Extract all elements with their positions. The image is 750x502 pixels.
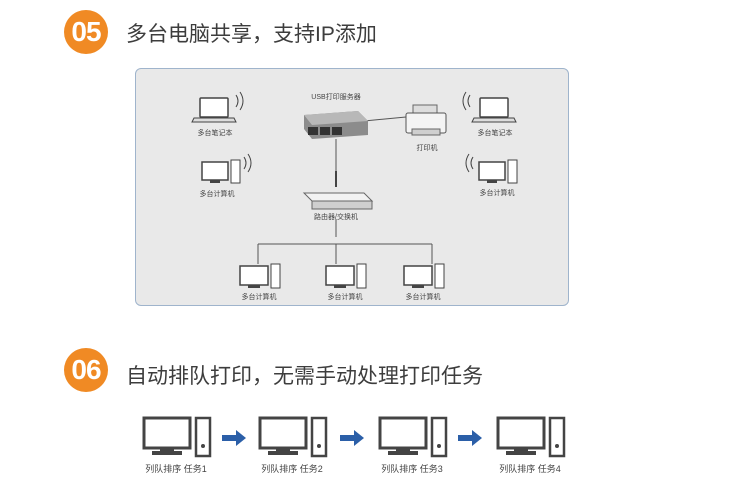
queue-computer-3-icon — [378, 416, 448, 458]
desktop-left-label: 多台计算机 — [199, 191, 235, 198]
queue-arrow-1-icon — [222, 430, 246, 446]
section-05-title: 多台电脑共享，支持IP添加 — [126, 23, 377, 46]
desktop-bottom-2-icon — [325, 263, 367, 289]
queue-label-4: 列队排序 任务4 — [499, 464, 561, 474]
desktop-bottom-3-icon — [403, 263, 445, 289]
laptop-left-icon — [191, 91, 244, 123]
laptop-right-icon — [462, 91, 517, 123]
section-06-title: 自动排队打印，无需手动处理打印任务 — [126, 365, 483, 388]
queue-arrow-2-icon — [340, 430, 364, 446]
usb-print-server-label: USB打印服务器 — [311, 94, 361, 101]
network-diagram-svg — [191, 91, 518, 289]
printer-label: 打印机 — [416, 145, 438, 152]
section-06-badge: 06 — [64, 348, 108, 392]
desktop-bottom-1-icon — [239, 263, 281, 289]
queue-computer-1-icon — [142, 416, 212, 458]
queue-label-2: 列队排序 任务2 — [261, 464, 323, 474]
desktop-bottom-2-label: 多台计算机 — [327, 294, 363, 301]
laptop-left-label: 多台笔记本 — [197, 130, 233, 137]
desktop-right-icon — [465, 153, 518, 184]
router-switch-label: 路由器/交换机 — [314, 214, 358, 221]
desktop-left-icon — [201, 153, 252, 184]
queue-computer-4-icon — [496, 416, 566, 458]
desktop-bottom-1-label: 多台计算机 — [241, 294, 277, 301]
desktop-bottom-3-label: 多台计算机 — [405, 294, 441, 301]
laptop-right-label: 多台笔记本 — [477, 130, 513, 137]
queue-computer-2-icon — [258, 416, 328, 458]
router-switch-icon — [302, 171, 374, 210]
queue-label-3: 列队排序 任务3 — [381, 464, 443, 474]
connection-lines — [257, 116, 433, 264]
printer-icon — [405, 104, 447, 136]
desktop-right-label: 多台计算机 — [479, 190, 515, 197]
section-05-badge: 05 — [64, 10, 108, 54]
queue-label-1: 列队排序 任务1 — [145, 464, 207, 474]
print-queue-svg — [142, 416, 566, 458]
usb-print-server-icon — [304, 111, 368, 139]
network-diagram: USB打印服务器 打印机 路由器/交换机 多台笔记本 多台笔记本 多台计算机 多… — [135, 68, 569, 306]
queue-arrow-3-icon — [458, 430, 482, 446]
